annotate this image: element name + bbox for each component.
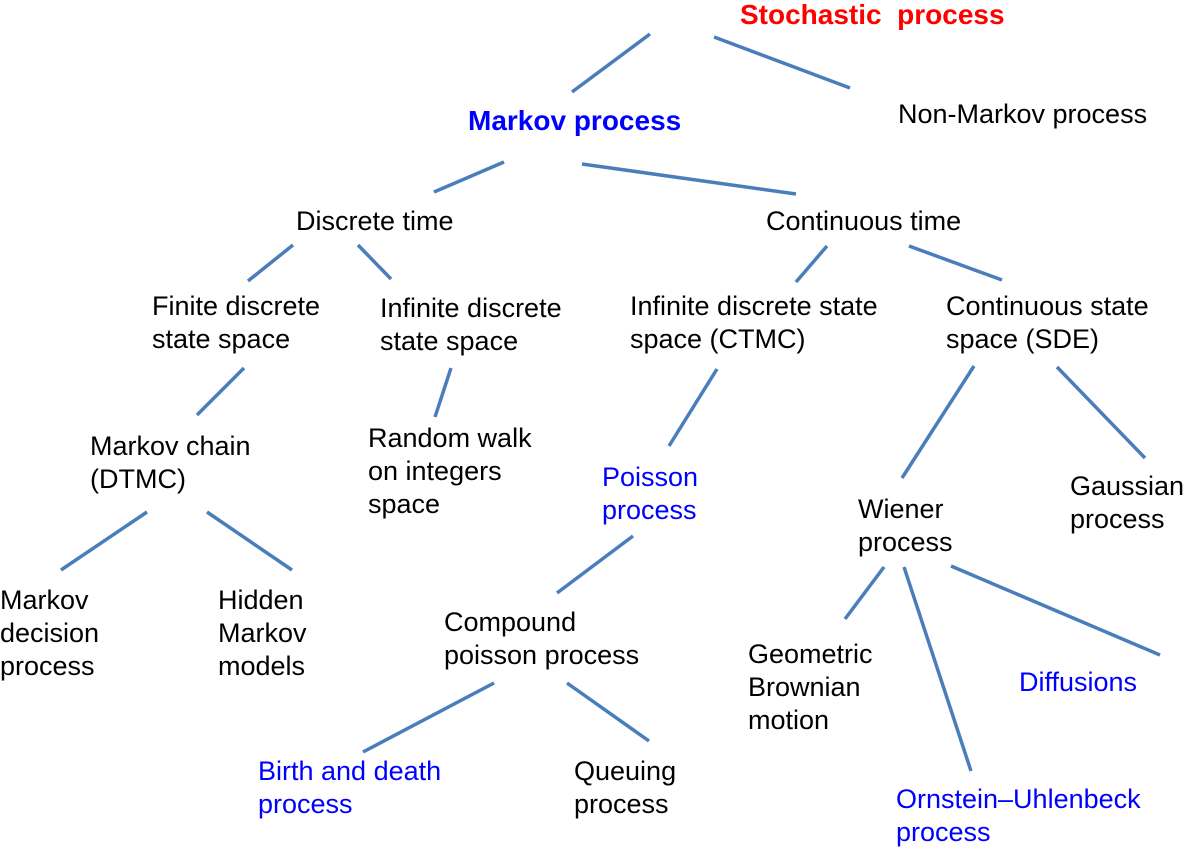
node-text-line: Geometric [748,639,873,669]
edge-infinite-discrete-to-random-walk [433,367,453,418]
node-text-line: Continuous state [946,291,1149,321]
edge-markov-to-discrete-time [433,160,505,194]
node-text-line: process [602,495,697,525]
edge-stochastic-to-non-markov [713,35,851,90]
node-text-line: Ornstein–Uhlenbeck [896,784,1141,814]
node-text-line: Finite discrete [152,291,321,321]
node-text-line: Infinite discrete [380,293,562,323]
edge-finite-discrete-to-markov-chain [195,366,246,417]
node-text-line: Infinite discrete state [630,291,878,321]
node-text-line: state space [380,326,519,356]
node-text-line: (DTMC) [90,464,186,494]
edge-wiener-to-diffusions [950,564,1161,657]
node-continuous-time: Continuous time [766,205,961,238]
node-text-line: process [1070,504,1165,534]
node-text-line: Markov chain [90,431,251,461]
edge-wiener-to-ornstein [902,566,973,772]
node-text-line: Discrete time [296,206,454,236]
node-text-line: state space [152,324,291,354]
edge-compound-poisson-to-queuing [565,681,651,743]
node-text-line: Markov process [468,105,682,136]
edge-continuous-time-to-ctmc [794,244,829,284]
node-text-line: process [858,527,953,557]
node-discrete-time: Discrete time [296,205,454,238]
edge-markov-to-continuous-time [581,162,797,196]
edge-ctmc-to-poisson [667,368,719,447]
node-text-line: Wiener [858,494,944,524]
node-text-line: Continuous time [766,206,962,236]
node-text-line: Brownian [748,672,861,702]
node-text-line: process [574,789,669,819]
edge-compound-poisson-to-birth-death [362,681,495,754]
node-text-line: process [0,651,95,681]
edge-markov-chain-to-hmm [206,510,293,572]
node-text-line: space (SDE) [946,324,1100,354]
node-text-line: Non-Markov process [898,99,1148,129]
node-text-line: Markov [218,618,307,648]
edge-sde-to-wiener [900,365,976,479]
node-non-markov-process: Non-Markov process [898,98,1147,131]
node-stochastic-process: Stochastic process [740,0,1005,31]
node-text-line: space [368,489,441,519]
node-text-line: Random walk [368,423,532,453]
edge-wiener-to-gbm [843,565,886,621]
node-markov-process: Markov process [468,104,681,137]
edge-continuous-time-to-sde [908,244,1003,282]
node-text-line: Stochastic process [740,0,1005,30]
edge-markov-chain-to-mdp [60,510,148,572]
edge-poisson-to-compound-poisson [555,534,635,595]
node-text-line: decision [0,618,100,648]
node-text-line: Poisson [602,462,699,492]
node-text-line: Hidden [218,585,304,615]
edge-sde-to-gaussian [1055,365,1147,460]
node-text-line: on integers [368,456,502,486]
node-text-line: Birth and death [258,756,442,786]
node-text-line: poisson process [444,640,640,670]
node-text-line: Diffusions [1019,667,1138,697]
node-markov-chain: Markov chain(DTMC) [90,430,251,496]
node-text-line: Queuing [574,756,677,786]
node-text-line: models [218,651,306,681]
node-text-line: process [896,817,991,847]
node-text-line: space (CTMC) [630,324,806,354]
node-diffusions: Diffusions [1019,666,1137,699]
node-text-line: Markov [0,585,89,615]
node-text-line: motion [748,705,830,735]
node-text-line: Compound [444,607,577,637]
node-text-line: Gaussian [1070,471,1185,501]
edge-discrete-time-to-finite-discrete [246,243,295,283]
node-text-line: process [258,789,353,819]
edge-stochastic-to-markov [570,32,652,94]
edge-discrete-time-to-infinite-discrete [356,243,393,281]
